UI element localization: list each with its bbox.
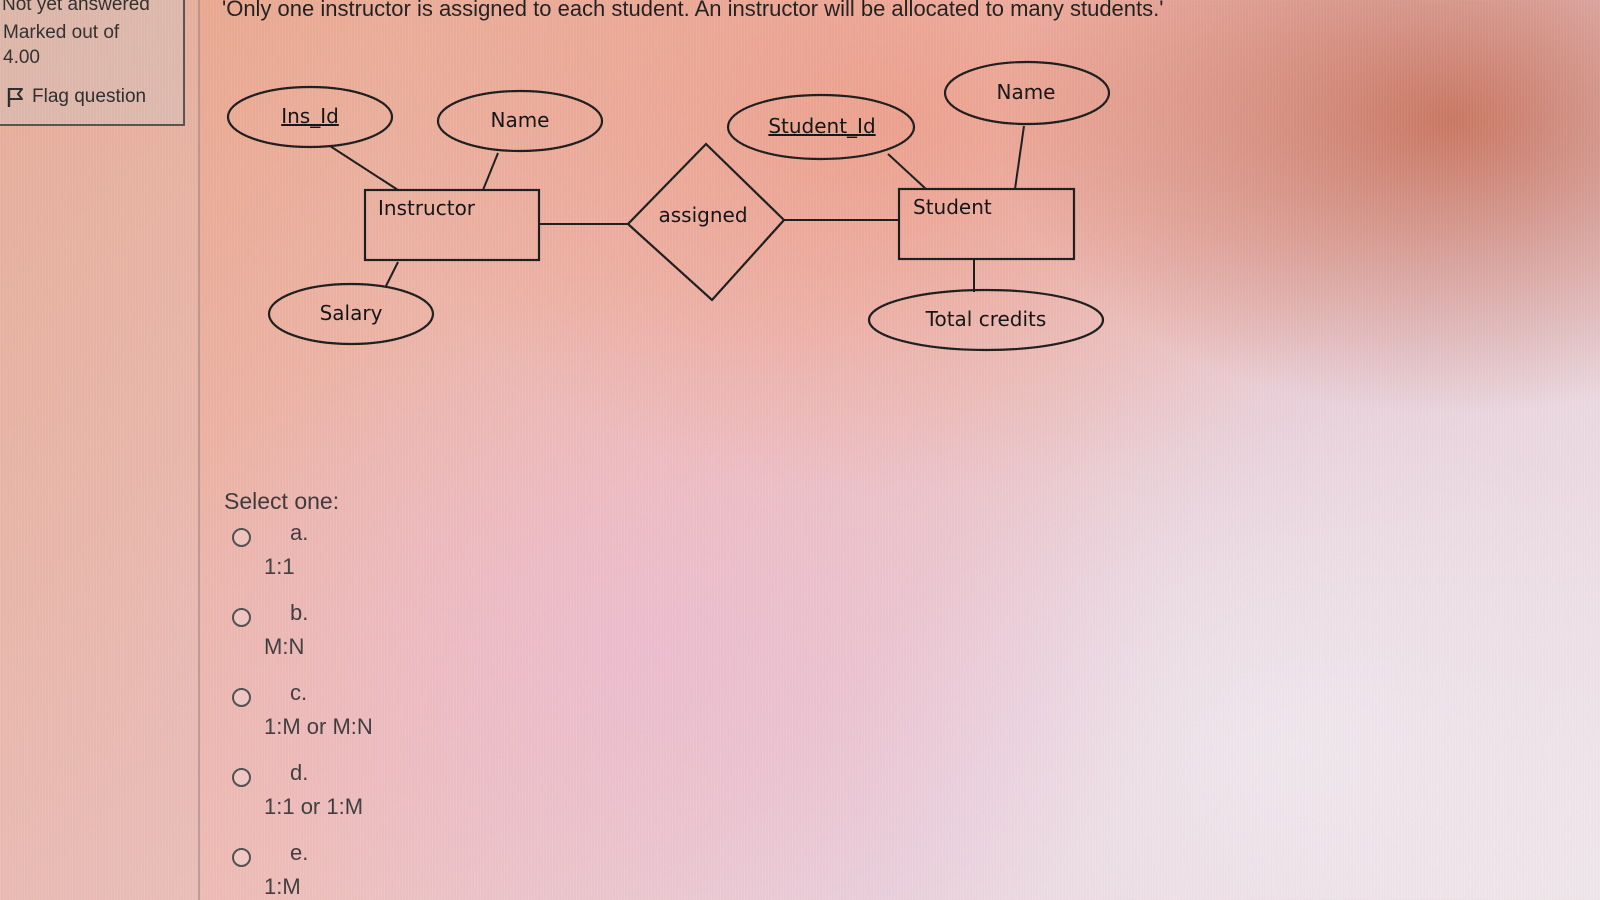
option-letter: d. — [290, 760, 309, 785]
marked-out-of-label: Marked out of — [3, 22, 120, 43]
flag-icon — [6, 86, 24, 108]
attr-ins-id-label: Ins_Id — [281, 104, 339, 128]
attr-student-id-label: Student_Id — [768, 114, 875, 138]
left-column: Not yet answered Marked out of 4.00 Flag… — [0, 0, 200, 900]
relationship-assigned-label: assigned — [658, 203, 747, 227]
attr-ins-id-ellipse — [226, 85, 394, 149]
answer-option-d[interactable]: d. 1:1 or 1:M — [232, 760, 592, 830]
option-text: 1:1 or 1:M — [264, 794, 364, 819]
answer-option-b[interactable]: b. M:N — [232, 600, 592, 670]
flag-question-link[interactable]: Flag question — [6, 86, 146, 108]
select-one-label: Select one: — [224, 488, 340, 514]
radio-button[interactable] — [232, 848, 251, 867]
option-text: 1:M or M:N — [264, 714, 373, 739]
entity-instructor-label: Instructor — [378, 196, 476, 220]
answer-option-c[interactable]: c. 1:M or M:N — [232, 680, 592, 750]
radio-button[interactable] — [232, 768, 251, 787]
connector-name-instructor — [482, 152, 499, 191]
option-letter: a. — [290, 520, 309, 545]
connector-insid-instructor — [329, 145, 399, 191]
attr-salary-ellipse — [267, 282, 435, 346]
connector-studentid-student — [887, 153, 927, 190]
marked-out-of-value: 4.00 — [3, 47, 40, 68]
entity-instructor-rect — [363, 188, 541, 262]
option-text: 1:M — [264, 874, 301, 899]
radio-button[interactable] — [232, 688, 251, 707]
attr-student-id-ellipse — [726, 93, 916, 161]
question-info-box: Not yet answered Marked out of 4.00 Flag… — [0, 0, 185, 126]
radio-button[interactable] — [232, 608, 251, 627]
option-text: 1:1 — [264, 554, 295, 579]
attr-student-name-label: Name — [996, 80, 1055, 104]
option-letter: b. — [290, 600, 309, 625]
answer-option-a[interactable]: a. 1:1 — [232, 520, 592, 590]
option-letter: e. — [290, 840, 309, 865]
attr-total-credits-ellipse — [867, 288, 1105, 352]
attr-instructor-name-label: Name — [490, 108, 549, 132]
question-text: 'Only one instructor is assigned to each… — [222, 0, 1164, 21]
radio-button[interactable] — [232, 528, 251, 547]
attr-instructor-name-ellipse — [436, 89, 604, 153]
flag-question-label: Flag question — [32, 86, 147, 107]
attr-salary-label: Salary — [320, 301, 383, 325]
er-diagram: Ins_Id Name Salary Student_Id Name Total… — [226, 60, 1111, 352]
entity-student-rect — [897, 187, 1076, 261]
connector-name-student — [1014, 125, 1025, 190]
relationship-assigned-diamond — [626, 142, 786, 302]
attr-total-credits-label: Total credits — [925, 307, 1047, 331]
answer-status: Not yet answered — [2, 0, 150, 15]
connector-salary-instructor — [385, 261, 399, 287]
attr-student-name-ellipse — [943, 60, 1111, 126]
option-letter: c. — [290, 680, 308, 705]
option-text: M:N — [264, 634, 305, 659]
answer-option-e[interactable]: e. 1:M — [232, 840, 592, 900]
entity-student-label: Student — [913, 195, 992, 219]
